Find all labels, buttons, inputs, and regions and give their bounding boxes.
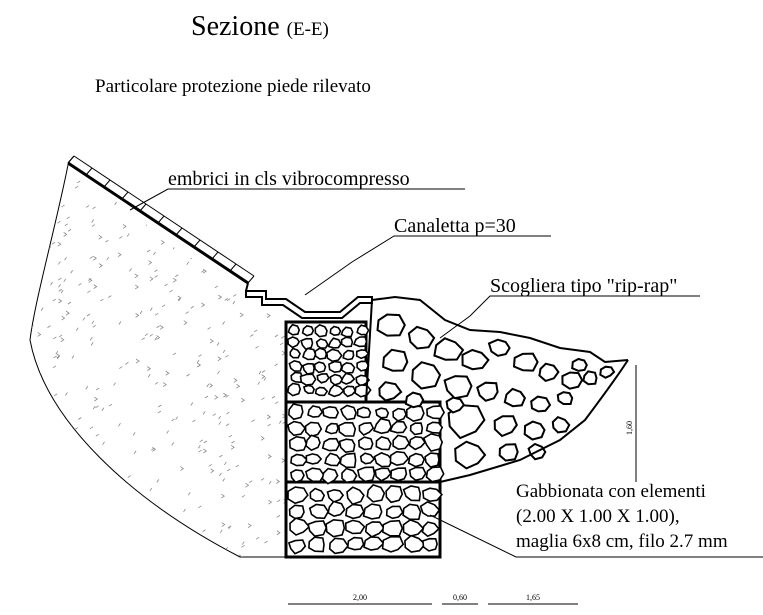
leader-scogliera bbox=[439, 295, 700, 339]
riprap-stones bbox=[376, 313, 616, 470]
gabion-stones bbox=[286, 323, 446, 555]
label-canaletta: Canaletta p=30 bbox=[394, 215, 516, 237]
title-main: Sezione bbox=[191, 11, 280, 42]
label-scogliera: Scogliera tipo "rip-rap" bbox=[490, 275, 678, 297]
label-gabbionata-line-2: (2.00 X 1.00 X 1.00), bbox=[516, 506, 680, 527]
leader-canaletta bbox=[304, 235, 551, 296]
label-embrici: embrici in cls vibrocompresso bbox=[168, 168, 410, 190]
leader-gabbionata bbox=[429, 514, 763, 558]
drawing-title: Sezione (E-E) bbox=[191, 13, 329, 41]
embrici-tiles bbox=[67, 155, 255, 292]
canaletta-channel bbox=[245, 290, 373, 319]
riprap-toe-line bbox=[439, 359, 629, 483]
riprap-outline bbox=[365, 295, 629, 403]
drawing-subtitle: Particolare protezione piede rilevato bbox=[95, 76, 371, 97]
label-gabbionata-line-1: Gabbionata con elementi bbox=[516, 481, 706, 502]
embankment-outline bbox=[29, 164, 285, 558]
dimension-width-3: 1,65 bbox=[526, 593, 540, 602]
title-section-code: (E-E) bbox=[286, 19, 329, 40]
leader-embrici bbox=[129, 188, 465, 211]
dimension-width-2: 0,60 bbox=[453, 593, 467, 602]
dimension-width-1: 2,00 bbox=[353, 593, 367, 602]
leader-lines bbox=[129, 188, 763, 558]
dimension-lines bbox=[288, 365, 637, 605]
dimension-height: 1,60 bbox=[625, 421, 634, 435]
label-gabbionata-line-3: maglia 6x8 cm, filo 2.7 mm bbox=[516, 531, 728, 552]
embankment-fill-pattern bbox=[30, 165, 285, 557]
